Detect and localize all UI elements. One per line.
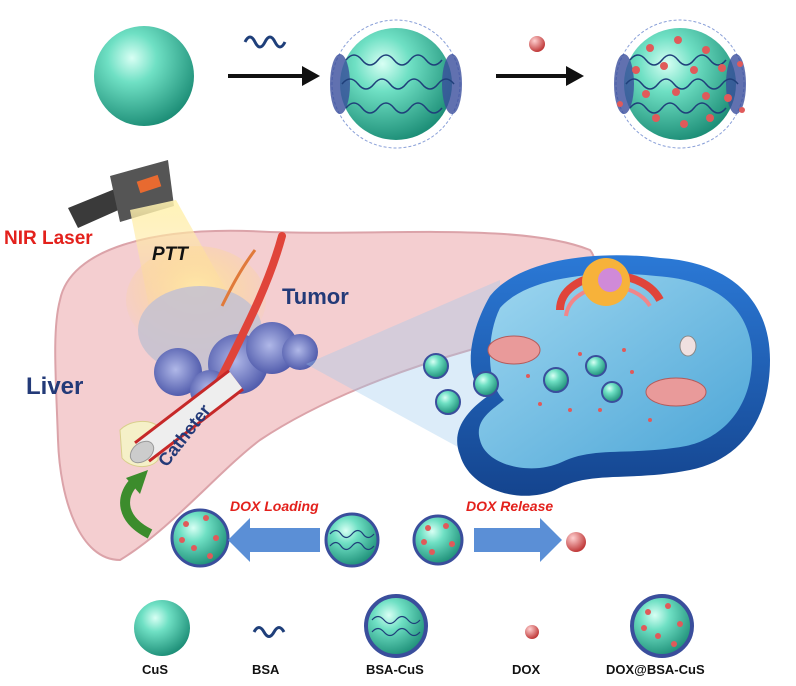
legend-dox-bsa-cus-icon	[630, 594, 694, 658]
legend-dox-label: DOX	[512, 662, 541, 677]
dox-loading-label: DOX Loading	[230, 498, 319, 514]
nanoparticles-outside	[423, 353, 499, 415]
dox-release-label: DOX Release	[466, 498, 554, 514]
arrow-2	[496, 66, 584, 86]
green-curved-arrow	[120, 476, 153, 539]
legend-bsa-label: BSA	[252, 662, 280, 677]
tumor-label: Tumor	[282, 284, 349, 309]
zoom-cone	[306, 280, 500, 470]
ptt-label: PTT	[152, 244, 188, 265]
released-dox	[566, 532, 586, 552]
release-arrow	[474, 518, 562, 562]
legend-cus-label: CuS	[142, 662, 168, 677]
dox-molecule-icon	[529, 36, 545, 52]
legend-bsa-cus-icon	[364, 594, 428, 658]
dox-bsa-cus-small-left	[170, 508, 230, 568]
cancer-cell	[457, 255, 770, 496]
dox-bsa-cus-small-right	[412, 514, 464, 566]
bsa-cus-sphere-large	[330, 19, 462, 149]
legend-dox-icon	[525, 625, 539, 639]
catheter-tube	[129, 369, 244, 464]
legend-cus-icon	[134, 600, 190, 656]
loading-arrow	[228, 518, 320, 562]
legend-bsa-cus-label: BSA-CuS	[366, 662, 424, 677]
arrow-1	[228, 66, 320, 86]
bsa-cus-small-center	[324, 512, 380, 568]
liver-label: Liver	[26, 373, 84, 400]
bsa-chain-icon	[243, 35, 287, 49]
legend-bsa-icon	[252, 626, 286, 638]
dox-bsa-cus-sphere-large	[614, 19, 746, 149]
nir-laser-label: NIR Laser	[4, 228, 93, 249]
cus-sphere-large	[94, 26, 194, 126]
legend-dox-bsa-cus-label: DOX@BSA-CuS	[606, 662, 705, 677]
